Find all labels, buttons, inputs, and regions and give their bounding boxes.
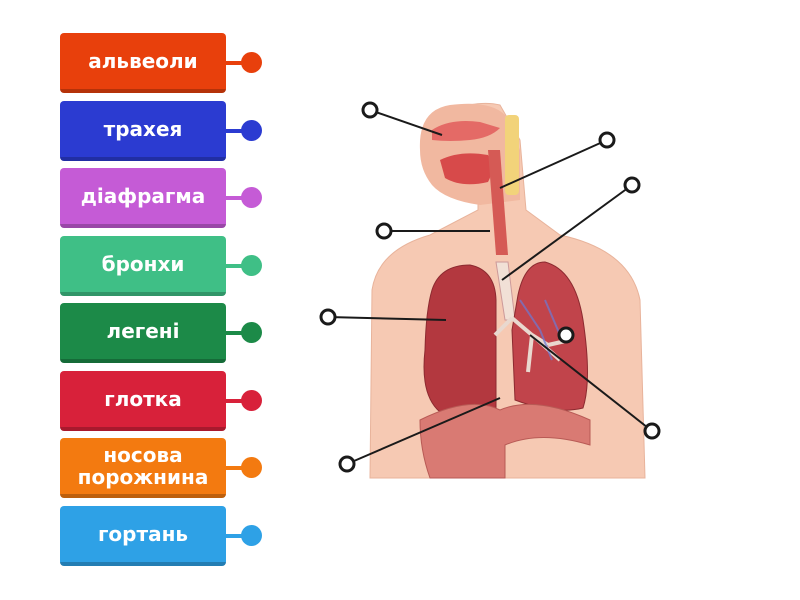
label-button[interactable]: трахея bbox=[60, 100, 226, 161]
drag-handle-dot[interactable] bbox=[241, 119, 262, 141]
label-diaphragm[interactable]: діафрагма bbox=[60, 168, 270, 228]
connector-line bbox=[226, 128, 246, 133]
drop-targets bbox=[319, 101, 661, 473]
label-button[interactable]: носова порожнина bbox=[60, 438, 226, 498]
pointer-line bbox=[327, 316, 447, 321]
drag-handle-dot[interactable] bbox=[241, 52, 262, 73]
pointer-line bbox=[346, 397, 501, 465]
pointer-line bbox=[369, 109, 443, 136]
drop-target-circle[interactable] bbox=[338, 455, 356, 473]
connector-line bbox=[226, 196, 246, 200]
label-trachea[interactable]: трахея bbox=[60, 100, 270, 161]
drag-handle-dot[interactable] bbox=[241, 457, 262, 478]
drop-target-circle[interactable] bbox=[361, 101, 379, 119]
left-lung bbox=[423, 264, 497, 416]
label-larynx[interactable]: гортань bbox=[60, 505, 270, 566]
label-lungs[interactable]: легені bbox=[60, 303, 270, 363]
airway-tube bbox=[488, 150, 508, 255]
diaphragm-shape bbox=[419, 403, 591, 479]
drop-target-circle[interactable] bbox=[319, 308, 337, 326]
label-button[interactable]: бронхи bbox=[60, 235, 226, 296]
label-button[interactable]: діафрагма bbox=[60, 168, 226, 228]
label-nasal-cavity[interactable]: носова порожнина bbox=[60, 438, 270, 498]
nasal-cavity-shape bbox=[432, 121, 500, 141]
drag-handle-dot[interactable] bbox=[241, 187, 262, 208]
connector-line bbox=[226, 398, 246, 403]
label-button[interactable]: гортань bbox=[60, 505, 226, 566]
pointer-line bbox=[529, 334, 653, 432]
drop-target-circle[interactable] bbox=[557, 326, 575, 344]
drop-target-circle[interactable] bbox=[375, 222, 393, 240]
oral-cavity-shape bbox=[440, 153, 492, 185]
connector-line bbox=[226, 263, 246, 268]
drop-target-circle[interactable] bbox=[643, 422, 661, 440]
label-button[interactable]: глотка bbox=[60, 370, 226, 431]
label-alveoli[interactable]: альвеоли bbox=[60, 33, 270, 93]
drag-handle-dot[interactable] bbox=[241, 322, 262, 343]
spine-shape bbox=[505, 115, 519, 195]
connector-line bbox=[226, 533, 246, 538]
drop-target-circle[interactable] bbox=[598, 131, 616, 149]
vessels bbox=[519, 299, 561, 361]
drop-target-circle[interactable] bbox=[623, 176, 641, 194]
label-bronchi[interactable]: бронхи bbox=[60, 235, 270, 296]
label-pharynx[interactable]: глотка bbox=[60, 370, 270, 431]
connector-line bbox=[226, 331, 246, 335]
pointer-line bbox=[501, 184, 633, 281]
drag-handle-dot[interactable] bbox=[241, 389, 262, 411]
connector-line bbox=[226, 61, 246, 65]
pointer-lines bbox=[327, 109, 653, 465]
label-list: альвеоли трахея діафрагма бронхи легені … bbox=[60, 33, 270, 573]
pointer-line bbox=[499, 139, 608, 189]
connector-line bbox=[226, 466, 246, 470]
drag-handle-dot[interactable] bbox=[241, 254, 262, 276]
label-button[interactable]: альвеоли bbox=[60, 33, 226, 93]
label-button[interactable]: легені bbox=[60, 303, 226, 363]
drag-handle-dot[interactable] bbox=[241, 524, 262, 546]
